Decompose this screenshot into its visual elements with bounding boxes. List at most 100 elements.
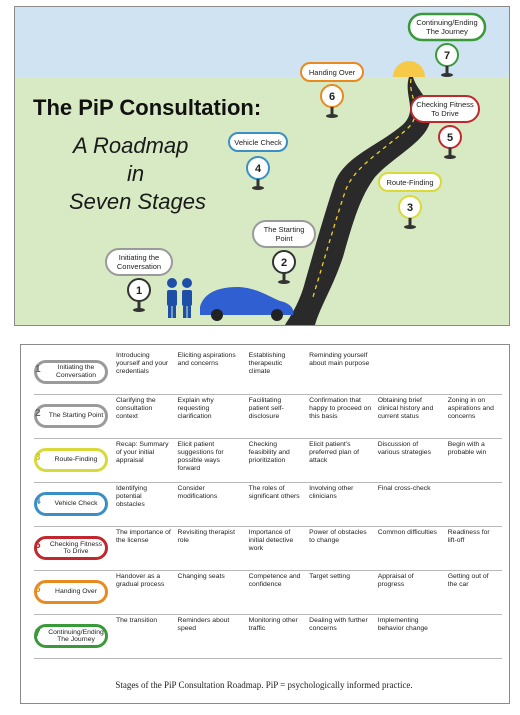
car-icon [200,287,294,321]
sun-icon [393,61,425,77]
svg-text:3: 3 [407,202,413,214]
table-cell: Elicit patient suggestions for possible … [174,438,246,483]
table-cell: Facilitating patient self-disclosure [245,394,307,439]
table-cell: Implementing behavior change [374,614,445,659]
table-cell: Getting out of the car [444,570,502,615]
table-cell: Clarifying the consultation context [113,394,175,439]
table-cell: Introducing yourself and your credential… [113,350,175,395]
svg-text:Conversation: Conversation [117,262,161,271]
roadmap-frame [14,6,510,326]
svg-text:Initiating the: Initiating the [119,253,159,262]
roadmap-subtitle-line1: A Roadmap [71,133,188,158]
table-cell [444,614,502,659]
sign-stage-7: Continuing/Ending The Journey 7 [407,12,487,77]
table-cell: The roles of significant others [245,482,307,527]
table-cell: Power of obstacles to change [306,526,375,571]
table-cell: Final cross-check [374,482,445,527]
stage-4-label: Vehicle Check [54,500,98,508]
table-cell: Handover as a gradual process [113,570,175,615]
svg-text:Vehicle Check: Vehicle Check [234,138,282,147]
table-cell [374,350,445,395]
stage-3-label: Route-Finding [54,456,98,464]
roadmap-subtitle-line2: in [127,161,144,186]
table-cell: Reminding yourself about main purpose [306,350,375,395]
table-cell: Elicit patient's preferred plan of attac… [306,438,375,483]
stage-2-label: The Starting Point [48,412,104,420]
table-cell: Monitoring other traffic [245,614,307,659]
svg-text:2: 2 [281,257,287,269]
table-cell: Revisiting therapist role [174,526,246,571]
stages-table-frame [20,344,510,704]
svg-text:5: 5 [447,132,453,144]
table-cell [444,350,502,395]
table-cell: Eliciting aspirations and concerns [174,350,246,395]
table-cell: Establishing therapeutic climate [245,350,307,395]
svg-text:7: 7 [444,50,450,62]
table-cell: Explain why requesting clarification [174,394,246,439]
svg-text:4: 4 [255,163,262,175]
table-cell: Zoning in on aspirations and concerns [444,394,502,439]
table-cell: Common difficulties [374,526,445,571]
table-cell: Confirmation that happy to proceed on th… [306,394,375,439]
sign-stage-2: The Starting Point 2 [252,220,316,284]
table-cell: Consider modifications [174,482,246,527]
sign-stage-3: Route-Finding 3 [378,172,442,229]
roadmap-subtitle-line3: Seven Stages [69,189,206,214]
table-cell: Checking feasibility and prioritization [245,438,307,483]
svg-text:Continuing/Ending: Continuing/Ending [416,18,477,27]
svg-text:1: 1 [136,285,142,297]
table-cell: Importance of initial detective work [245,526,307,571]
table-cell: Recap: Summary of your initial appraisal [113,438,175,483]
table-cell: Reminders about speed [174,614,246,659]
svg-text:Checking Fitness: Checking Fitness [416,100,474,109]
road [285,77,431,325]
svg-text:Route-Finding: Route-Finding [386,178,433,187]
roadmap-illustration: The PiP Consultation: A Roadmap in Seven… [15,7,509,325]
table-cell: Appraisal of progress [374,570,445,615]
sign-stage-1: Initiating the Conversation 1 [105,248,173,312]
table-cell: Begin with a probable win [444,438,502,483]
figure-caption: Stages of the PiP Consultation Roadmap. … [115,680,413,690]
svg-text:The Journey: The Journey [426,27,468,36]
stage-6-label: Handing Over [55,588,97,596]
roadmap-title: The PiP Consultation: [33,95,261,120]
table-cell [444,482,502,527]
table-cell: Changing seats [174,570,246,615]
svg-text:6: 6 [329,91,335,103]
table-cell: Target setting [306,570,375,615]
table-cell: The transition [113,614,175,659]
table-cell: Obtaining brief clinical history and cur… [374,394,445,439]
table-cell: The importance of the license [113,526,175,571]
svg-text:To Drive: To Drive [431,109,459,118]
table-cell: Readiness for lift-off [444,526,502,571]
stage-1-label: Initiating the Conversation [55,364,97,379]
svg-text:Handing Over: Handing Over [309,68,356,77]
table-cell: Involving other clinicians [306,482,375,527]
stage-7-label: Continuing/Ending The Journey [48,628,104,643]
table-cell: Dealing with further concerns [306,614,375,659]
stage-5-label: Checking Fitness To Drive [49,540,103,555]
table-cell: Competence and confidence [245,570,307,615]
sign-stage-4: Vehicle Check 4 [228,132,288,190]
svg-text:Point: Point [275,234,293,243]
sign-stage-6: Handing Over 6 [300,62,364,118]
table-cell: Discussion of various strategies [374,438,445,483]
table-cell: Identifying potential obstacles [113,482,175,527]
svg-text:The Starting: The Starting [264,225,305,234]
sign-stage-5: Checking Fitness To Drive 5 [410,95,480,159]
